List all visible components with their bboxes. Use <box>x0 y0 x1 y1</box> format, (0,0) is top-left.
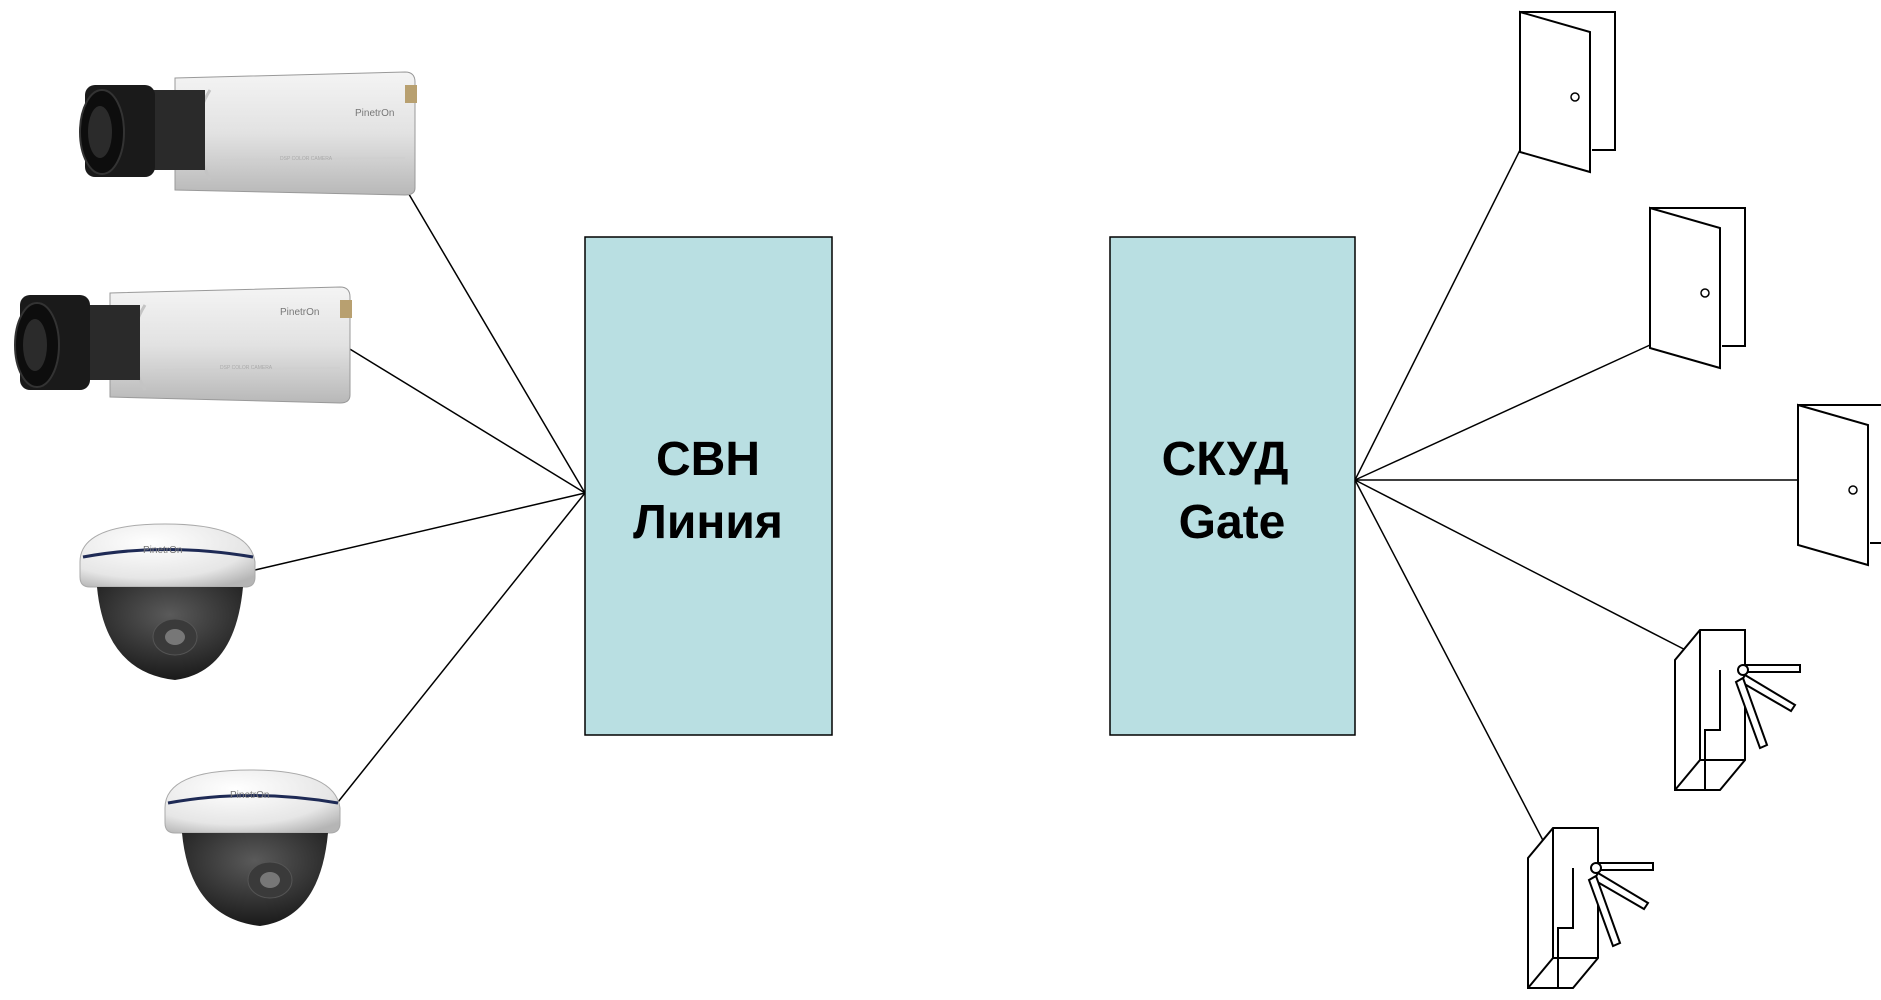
svg-text:DSP COLOR CAMERA: DSP COLOR CAMERA <box>220 365 273 371</box>
connection-line <box>339 342 586 494</box>
box-camera-icon: PinetrOn DSP COLOR CAMERA <box>14 286 352 404</box>
camera-brand-label: PinetrOn <box>280 307 319 318</box>
svn-box-rect <box>584 236 833 736</box>
door-icon <box>1649 206 1746 370</box>
svn-box-title: СВН <box>656 433 760 486</box>
connection-line <box>1354 344 1651 481</box>
turnstile-icon <box>1527 827 1654 989</box>
connection-line <box>337 492 586 803</box>
connection-line <box>1354 149 1521 481</box>
dome-camera-icon: PinetrOn <box>79 523 256 680</box>
connection-line <box>254 492 586 571</box>
door-icon <box>1797 403 1881 567</box>
box-camera-icon: PinetrOn DSP COLOR CAMERA <box>79 71 417 196</box>
connection-line <box>389 161 586 494</box>
access-connections <box>1354 149 1798 851</box>
skud-box-rect <box>1109 236 1356 736</box>
svn-box-subtitle: Линия <box>633 496 783 549</box>
door-icon <box>1519 10 1616 174</box>
turnstile-icon <box>1674 629 1801 791</box>
skud-box-subtitle: Gate <box>1179 496 1286 549</box>
svn-box: СВН Линия <box>584 236 833 736</box>
svg-text:DSP COLOR CAMERA: DSP COLOR CAMERA <box>280 156 333 162</box>
dome-camera-icon: PinetrOn <box>164 769 341 926</box>
camera-brand-label: PinetrOn <box>355 108 394 119</box>
skud-box: СКУД Gate <box>1109 236 1356 736</box>
skud-box-title: СКУД <box>1162 433 1289 486</box>
camera-connections <box>254 161 586 803</box>
camera-brand-label: PinetrOn <box>230 790 269 801</box>
connection-line <box>1354 479 1549 851</box>
connection-line <box>1354 479 1706 661</box>
camera-brand-label: PinetrOn <box>143 545 182 556</box>
